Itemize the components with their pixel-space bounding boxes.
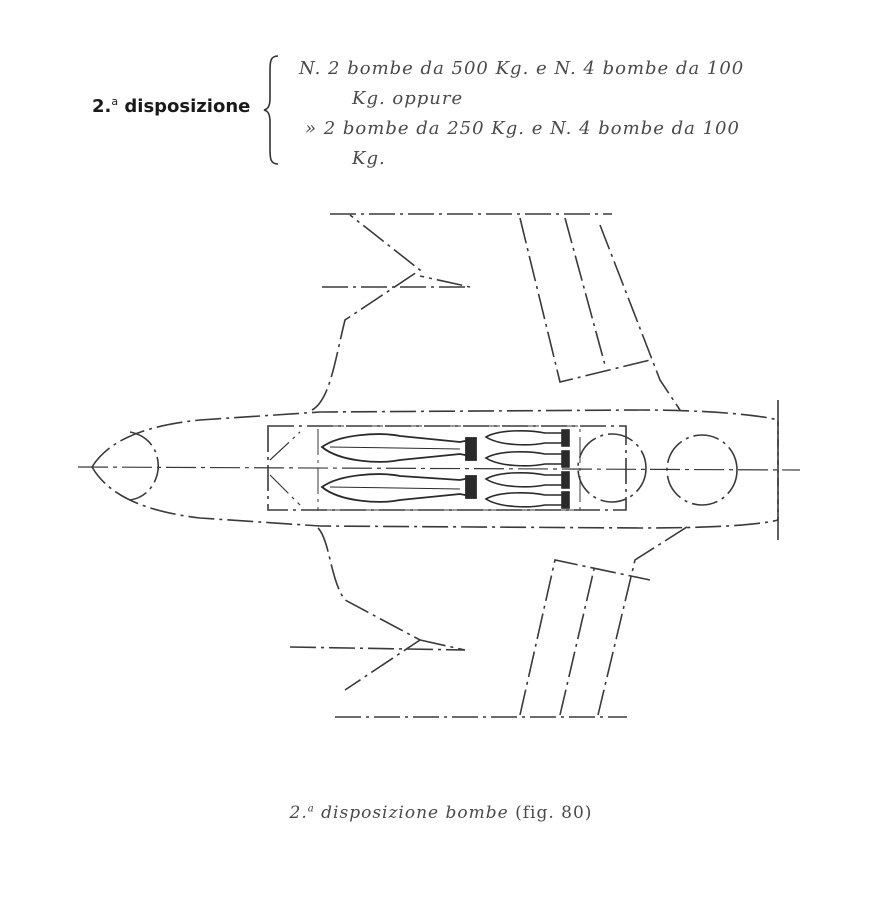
heading-ordinal: a — [111, 95, 119, 108]
caption-text: disposizione bombe — [321, 803, 509, 823]
large-bomb-2 — [320, 473, 477, 503]
heading-word: disposizione — [124, 96, 251, 117]
curly-brace — [263, 55, 279, 165]
bomb-bay-inner — [317, 425, 581, 511]
caption-number: 2. — [289, 803, 308, 823]
lower-wing-rear — [519, 559, 651, 716]
spec-line-4: Kg. — [352, 148, 386, 169]
small-bomb-2 — [484, 450, 570, 468]
spec-line-2: Kg. oppure — [352, 88, 464, 109]
small-bomb-1 — [484, 429, 570, 447]
figure-caption: 2.a disposizione bombe (fig. 80) — [0, 803, 882, 823]
spec-line-1: N. 2 bombe da 500 Kg. e N. 4 bombe da 10… — [299, 58, 745, 79]
large-bombs — [320, 433, 477, 503]
heading-number: 2. — [92, 96, 112, 117]
section-heading: 2.a disposizione — [92, 95, 250, 117]
lower-wing-front — [317, 527, 422, 691]
caption-fig: (fig. 80) — [515, 803, 593, 823]
upper-wing-rear — [519, 217, 651, 383]
tail-circle — [666, 434, 738, 506]
small-bombs — [484, 429, 570, 509]
large-bomb-1 — [320, 433, 477, 463]
caption-ordinal: a — [307, 803, 315, 815]
upper-wing-front — [311, 214, 422, 411]
small-bomb-4 — [484, 491, 570, 509]
spec-line-3: » 2 bombe da 250 Kg. e N. 4 bombe da 100 — [305, 118, 740, 139]
bay-circle — [577, 433, 647, 503]
centerline — [77, 466, 801, 471]
small-bomb-3 — [484, 471, 570, 489]
nose-dome — [129, 431, 159, 501]
